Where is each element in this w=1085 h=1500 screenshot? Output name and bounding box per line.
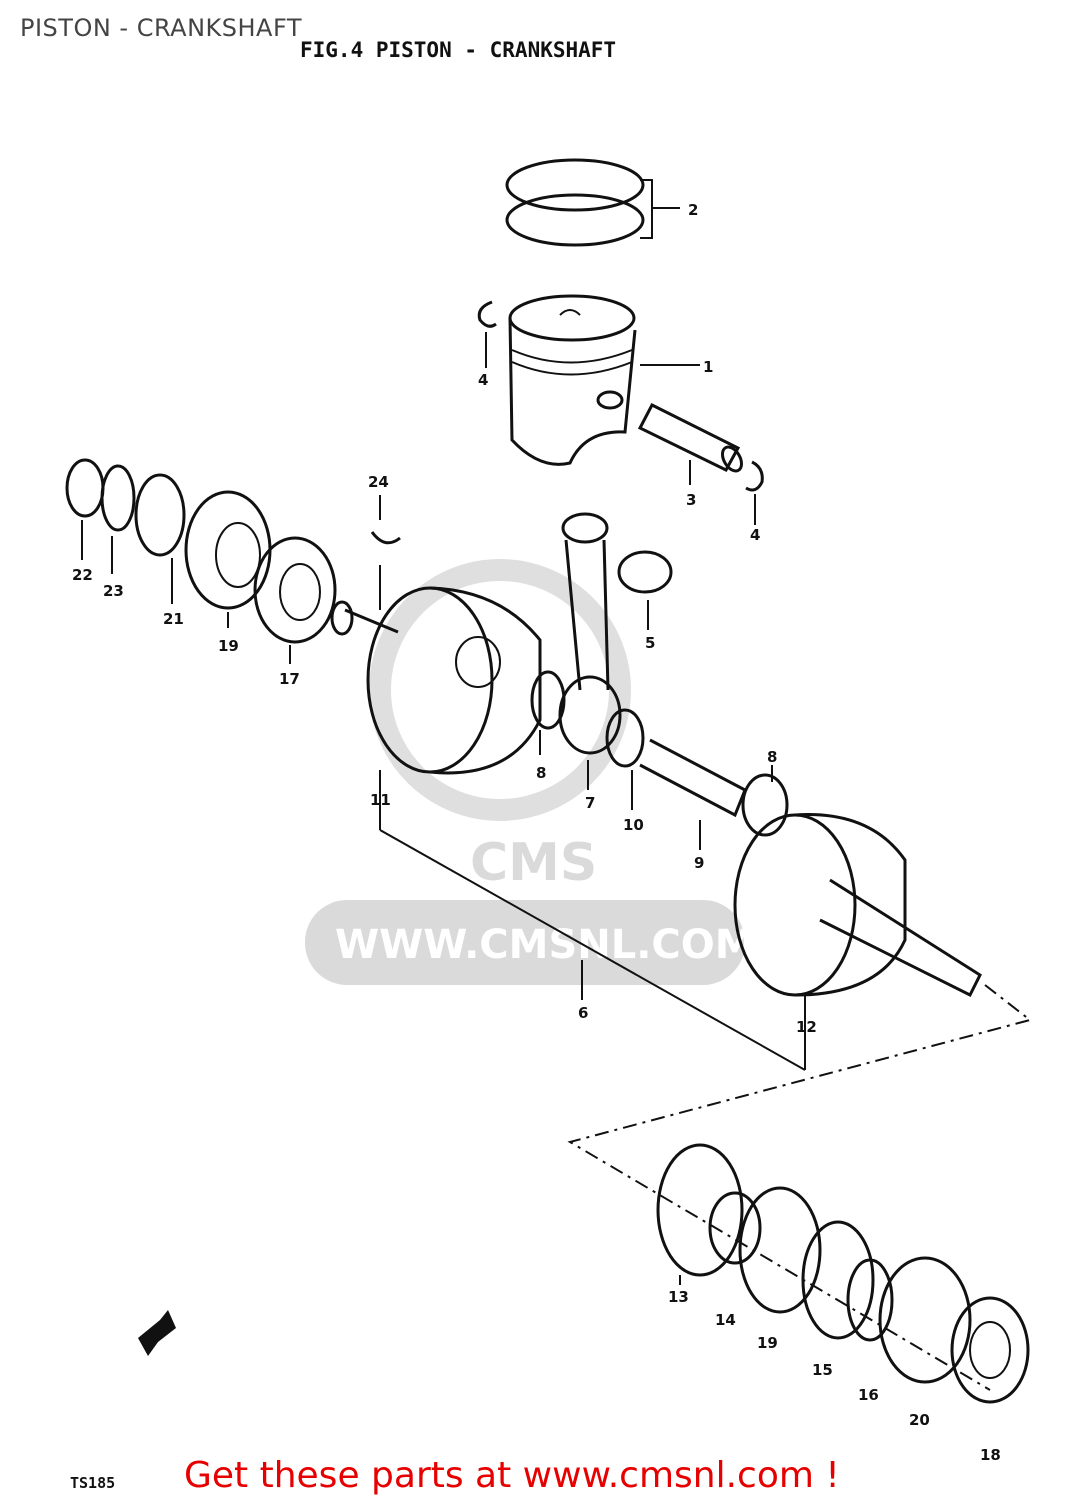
callout-18: 18 xyxy=(980,1446,1001,1464)
callout-8: 8 xyxy=(767,748,777,766)
callout-15: 15 xyxy=(812,1361,833,1379)
callout-12: 12 xyxy=(796,1018,817,1036)
page-title: PISTON - CRANKSHAFT xyxy=(20,14,303,42)
watermark-url: WWW.CMSNL.COM xyxy=(335,922,755,968)
right-bearings xyxy=(656,1143,1030,1404)
left-bearings xyxy=(65,458,337,664)
model-code: TS185 xyxy=(70,1474,116,1492)
crank-web-left xyxy=(330,586,542,830)
callout-9: 9 xyxy=(694,854,704,872)
thrust-washer-left xyxy=(530,670,566,755)
piston xyxy=(508,294,700,466)
callout-19: 19 xyxy=(757,1334,778,1352)
callout-20: 20 xyxy=(909,1411,930,1429)
callout-10: 10 xyxy=(623,816,644,834)
callout-17: 17 xyxy=(279,670,300,688)
thrust-washer-right xyxy=(741,765,789,837)
callout-16: 16 xyxy=(858,1386,879,1404)
callout-23: 23 xyxy=(103,582,124,600)
crank-pin xyxy=(605,708,747,850)
crank-web-right xyxy=(733,813,982,1070)
callout-19: 19 xyxy=(218,637,239,655)
callout-13: 13 xyxy=(668,1288,689,1306)
piston-rings xyxy=(505,158,680,247)
callout-4: 4 xyxy=(750,526,760,544)
get-parts-link[interactable]: Get these parts at www.cmsnl.com ! xyxy=(184,1455,840,1496)
callout-labels: 1 2 3 4 4 5 6 7 8 8 9 10 11 12 13 14 15 … xyxy=(72,201,1001,1464)
callout-21: 21 xyxy=(163,610,184,628)
assembly-bracket xyxy=(379,829,1033,1391)
callout-14: 14 xyxy=(715,1311,736,1329)
callout-11: 11 xyxy=(370,791,391,809)
piston-pin xyxy=(637,402,743,485)
watermark: CMS WWW.CMSNL.COM xyxy=(305,559,755,985)
callout-5: 5 xyxy=(645,634,655,652)
callout-3: 3 xyxy=(686,491,696,509)
callout-4: 4 xyxy=(478,371,488,389)
callout-22: 22 xyxy=(72,566,93,584)
callout-2: 2 xyxy=(688,201,698,219)
piston-pin-clips xyxy=(477,300,764,525)
callout-24: 24 xyxy=(368,473,389,491)
callout-7: 7 xyxy=(585,794,595,812)
callout-8: 8 xyxy=(536,764,546,782)
callout-6: 6 xyxy=(578,1004,588,1022)
woodruff-key xyxy=(370,495,401,610)
callout-1: 1 xyxy=(703,358,713,376)
watermark-logo: CMS xyxy=(470,833,597,893)
front-arrow-icon xyxy=(138,1310,176,1356)
figure-title: FIG.4 PISTON - CRANKSHAFT xyxy=(300,38,617,62)
